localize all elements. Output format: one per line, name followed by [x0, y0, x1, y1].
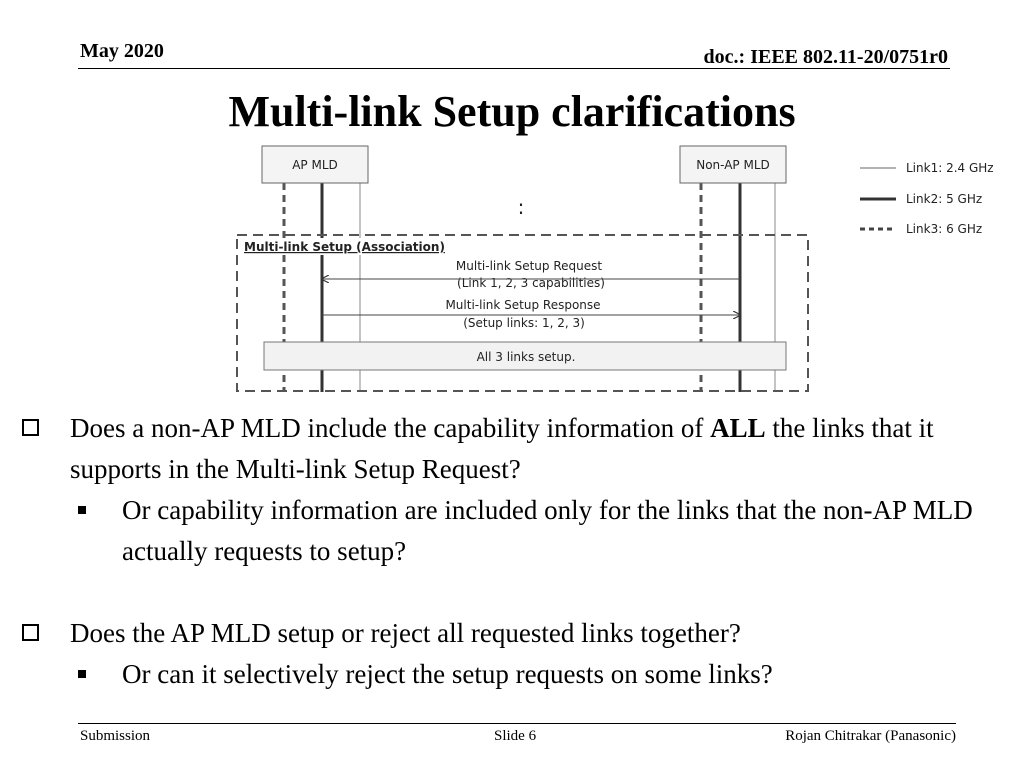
bullet-spacer — [20, 572, 1010, 613]
footer-divider — [78, 723, 956, 724]
association-frame — [236, 234, 809, 392]
question-1-text-before: Does a non-AP MLD include the capability… — [70, 413, 711, 443]
slide-title: Multi-link Setup clarifications — [228, 87, 796, 136]
ap-mld-box — [261, 145, 369, 184]
setup-response-label: Multi-link Setup Response — [445, 298, 600, 312]
footer-slide-number: Slide 6 — [494, 728, 537, 744]
checkbox-bullet-icon — [22, 624, 39, 641]
ap-mld-label: AP MLD — [292, 158, 338, 172]
footer-submission: Submission — [80, 728, 151, 744]
diagram-ellipsis: : — [518, 195, 525, 219]
bullet-question-2-sub: Or can it selectively reject the setup r… — [20, 654, 1010, 695]
multi-link-setup-diagram: AP MLD Non-AP MLD : Multi-link Setup (As… — [236, 145, 994, 392]
question-2-sub-text: Or can it selectively reject the setup r… — [122, 659, 773, 689]
setup-request-label: Multi-link Setup Request — [456, 259, 602, 273]
legend-link1-label: Link1: 2.4 GHz — [906, 161, 994, 175]
square-bullet-icon — [78, 506, 86, 514]
question-1-sub-text: Or capability information are included o… — [122, 495, 973, 566]
bullet-question-2: Does the AP MLD setup or reject all requ… — [20, 613, 1010, 654]
footer-author: Rojan Chitrakar (Panasonic) — [785, 728, 956, 744]
links-setup-bar — [263, 341, 787, 371]
checkbox-bullet-icon — [22, 419, 39, 436]
question-1-emphasis: ALL — [710, 413, 766, 443]
nonap-mld-label: Non-AP MLD — [696, 158, 770, 172]
association-frame-label: Multi-link Setup (Association) — [244, 240, 445, 254]
bullet-question-1: Does a non-AP MLD include the capability… — [20, 408, 1010, 490]
question-1-text-after: the links that it supports in the Multi-… — [70, 413, 934, 484]
association-frame-label-bg — [240, 238, 432, 255]
setup-request-detail: (Link 1, 2, 3 capabilities) — [457, 276, 605, 290]
square-bullet-icon — [78, 670, 86, 678]
legend-link3-label: Link3: 6 GHz — [906, 222, 982, 236]
question-2-text: Does the AP MLD setup or reject all requ… — [70, 618, 741, 648]
legend-link2-label: Link2: 5 GHz — [906, 192, 982, 206]
setup-response-detail: (Setup links: 1, 2, 3) — [463, 316, 585, 330]
bullet-question-1-sub: Or capability information are included o… — [20, 490, 1010, 572]
nonap-mld-box — [679, 145, 787, 184]
links-setup-label: All 3 links setup. — [477, 350, 576, 364]
bullet-list: Does a non-AP MLD include the capability… — [20, 408, 1010, 695]
header-divider — [78, 68, 950, 69]
header-doc-id: doc.: IEEE 802.11-20/0751r0 — [703, 46, 948, 68]
header-date: May 2020 — [80, 40, 164, 62]
